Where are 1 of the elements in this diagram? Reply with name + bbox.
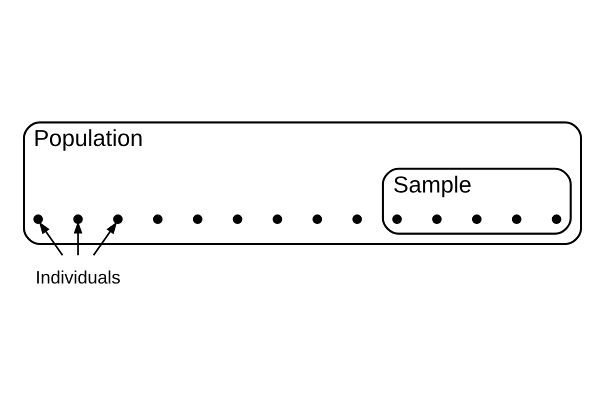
node-text: Individuals [36,267,121,288]
